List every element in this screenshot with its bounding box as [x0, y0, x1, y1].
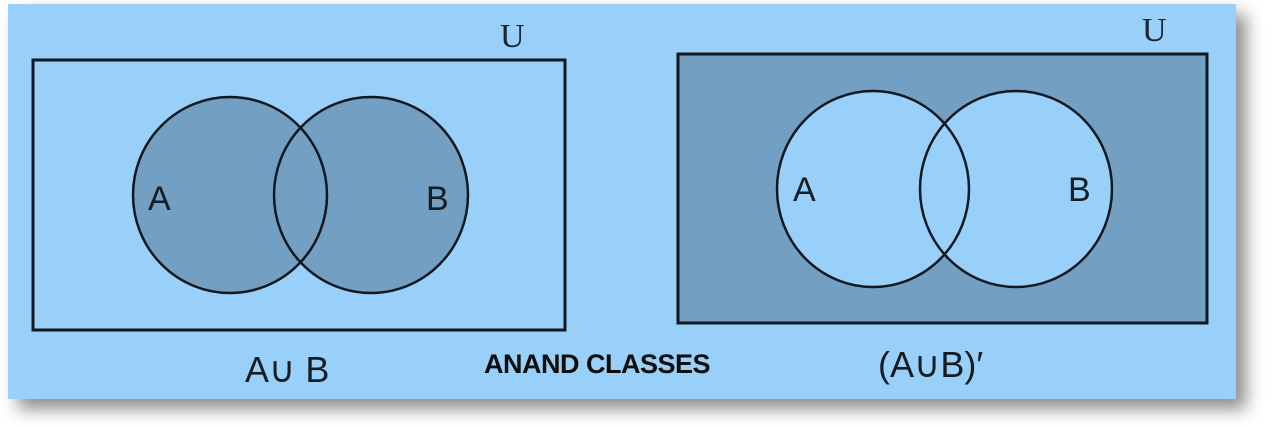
complement-diagram: U A B (A∪B)′ [676, 12, 1209, 385]
universe-label-left: U [500, 18, 525, 55]
complement-caption: (A∪B)′ [878, 344, 983, 385]
union-caption: A∪ B [245, 349, 329, 390]
set-a-label-right: A [793, 171, 816, 209]
union-diagram: U A B A∪ B [31, 18, 567, 390]
set-a-label-left: A [148, 180, 171, 218]
set-a-fill-right [777, 91, 969, 287]
universe-rect-left [31, 58, 567, 332]
brand-watermark: ANAND CLASSES [484, 349, 710, 379]
set-b-fill-left [274, 97, 468, 293]
set-a-fill-left [133, 97, 327, 293]
set-a-circle-right [775, 89, 971, 289]
universe-label-right: U [1142, 12, 1167, 49]
set-a-circle-left [131, 95, 329, 295]
set-b-label-left: B [426, 180, 449, 218]
set-b-fill-right [920, 91, 1112, 287]
set-b-label-right: B [1068, 171, 1091, 209]
set-b-circle-left [272, 95, 470, 295]
set-b-circle-right [918, 89, 1114, 289]
